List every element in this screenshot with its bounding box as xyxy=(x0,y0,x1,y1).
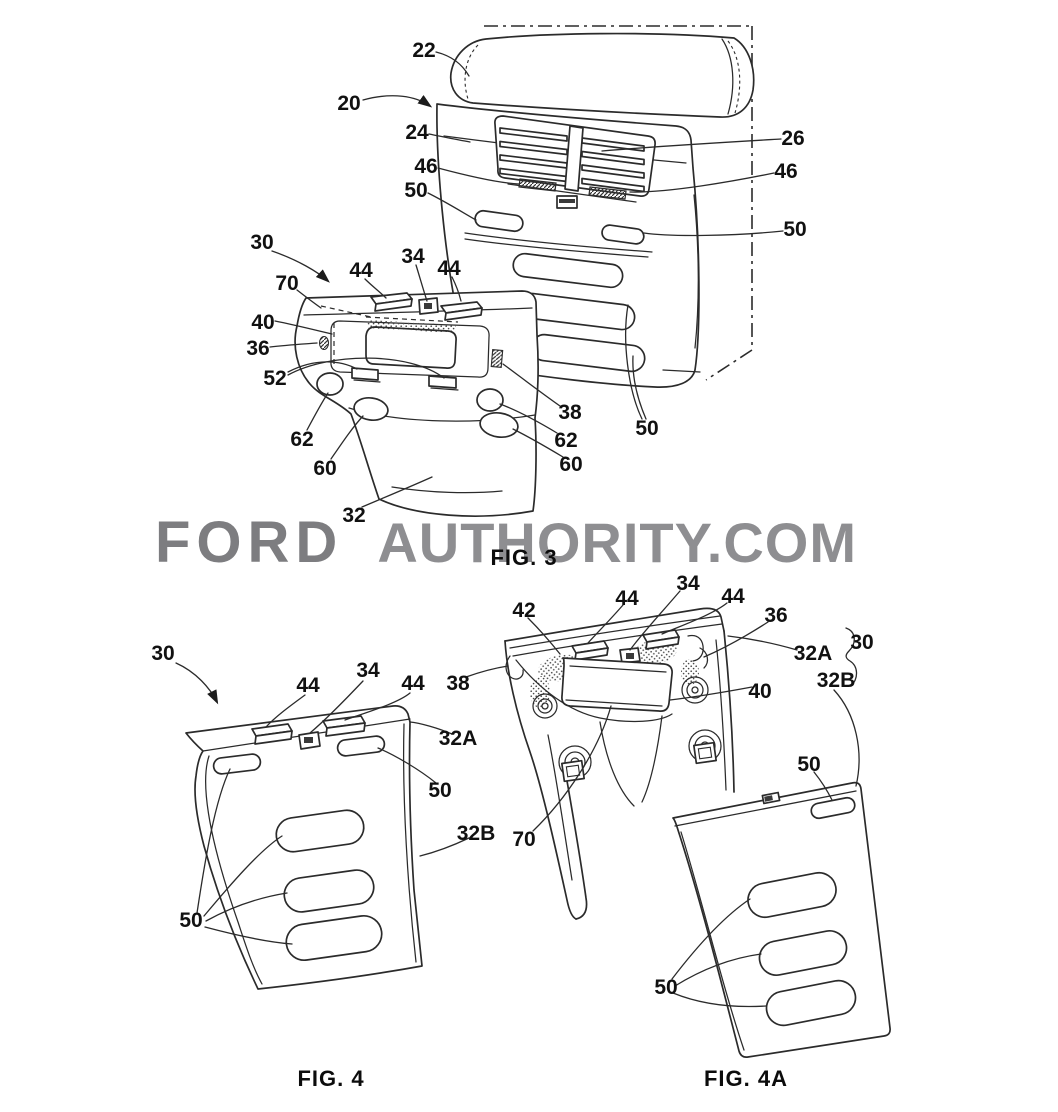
fig3-vent-grille xyxy=(494,115,656,203)
display-window xyxy=(365,326,457,369)
brace-30 xyxy=(845,627,858,687)
fig4-trim-panel xyxy=(185,705,423,990)
ref-label-30: 30 xyxy=(250,231,273,254)
ref-label-32A: 32A xyxy=(439,727,478,750)
ref-label-24: 24 xyxy=(405,121,429,144)
ref-label-60: 60 xyxy=(313,457,336,480)
ref-label-50: 50 xyxy=(635,417,658,440)
ref-label-36: 36 xyxy=(764,604,787,627)
fig3-caption: FIG. 3 xyxy=(490,545,558,570)
ref-label-50: 50 xyxy=(428,779,451,802)
ref-label-30: 30 xyxy=(151,642,174,665)
ref-label-32B: 32B xyxy=(817,669,856,692)
watermark-brand: FORD xyxy=(155,510,344,575)
ref-label-20: 20 xyxy=(337,92,360,115)
fig3-clip-tabs xyxy=(518,178,627,209)
ref-label-40: 40 xyxy=(748,680,771,703)
ref-label-26: 26 xyxy=(781,127,804,150)
ref-label-44: 44 xyxy=(721,585,745,608)
ref-label-22: 22 xyxy=(412,39,435,62)
pin-38 xyxy=(490,348,504,368)
ref-label-46: 46 xyxy=(774,160,797,183)
ref-label-44: 44 xyxy=(296,674,320,697)
ref-label-34: 34 xyxy=(401,245,425,268)
ref-label-50: 50 xyxy=(797,753,820,776)
ref-label-44: 44 xyxy=(349,259,373,282)
fig4-drawing: 30 44 34 44 32A 50 32B 50 xyxy=(151,642,495,990)
vent-center-divider xyxy=(564,125,584,192)
fig4a-frame xyxy=(504,607,735,920)
fig3-drawing: 2220242646504650304434447040365238626062… xyxy=(246,25,807,527)
fig3-console-slots xyxy=(464,209,653,373)
ref-label-36: 36 xyxy=(246,337,269,360)
ref-label-30: 30 xyxy=(850,631,873,654)
ref-label-70: 70 xyxy=(512,828,535,851)
ref-label-50: 50 xyxy=(179,909,202,932)
ref-label-62: 62 xyxy=(290,428,313,451)
fig4a-labels: 42 44 34 44 36 32A 30 32B 40 38 70 50 50 xyxy=(446,572,873,999)
ref-label-52: 52 xyxy=(263,367,286,390)
pin-36 xyxy=(318,335,330,351)
ref-label-70: 70 xyxy=(275,272,298,295)
ref-label-60: 60 xyxy=(559,453,582,476)
fig4-leader-lines xyxy=(175,662,470,945)
fig3-trim-panel xyxy=(294,290,539,517)
ref-label-50: 50 xyxy=(404,179,427,202)
ref-label-42: 42 xyxy=(512,599,535,622)
fig4a-lower-panel xyxy=(672,781,891,1058)
ref-label-62: 62 xyxy=(554,429,577,452)
ref-label-38: 38 xyxy=(446,672,470,695)
ref-label-44: 44 xyxy=(401,672,425,695)
fig4a-caption: FIG. 4A xyxy=(703,1066,789,1091)
ref-label-44: 44 xyxy=(437,257,461,280)
fig4-labels: 30 44 34 44 32A 50 32B 50 xyxy=(151,642,495,932)
ref-label-50: 50 xyxy=(654,976,677,999)
fig3-leader-lines xyxy=(269,51,784,508)
watermark-site: AUTHORITY.COM xyxy=(377,511,857,574)
ref-label-32A: 32A xyxy=(794,642,833,665)
ref-label-46: 46 xyxy=(414,155,437,178)
ref-label-38: 38 xyxy=(558,401,582,424)
fig4a-leader-lines xyxy=(465,590,860,1008)
ref-label-34: 34 xyxy=(676,572,700,595)
fig4-caption: FIG. 4 xyxy=(297,1066,365,1091)
ref-label-50: 50 xyxy=(783,218,806,241)
fig3-armrest xyxy=(449,32,755,118)
ref-label-34: 34 xyxy=(356,659,380,682)
ref-label-32B: 32B xyxy=(457,822,496,845)
ref-label-40: 40 xyxy=(251,311,274,334)
ref-label-44: 44 xyxy=(615,587,639,610)
fig4a-drawing: 42 44 34 44 36 32A 30 32B 40 38 70 50 50 xyxy=(446,572,891,1058)
ref-label-32: 32 xyxy=(342,504,365,527)
watermark: FORD AUTHORITY.COM xyxy=(155,509,857,576)
